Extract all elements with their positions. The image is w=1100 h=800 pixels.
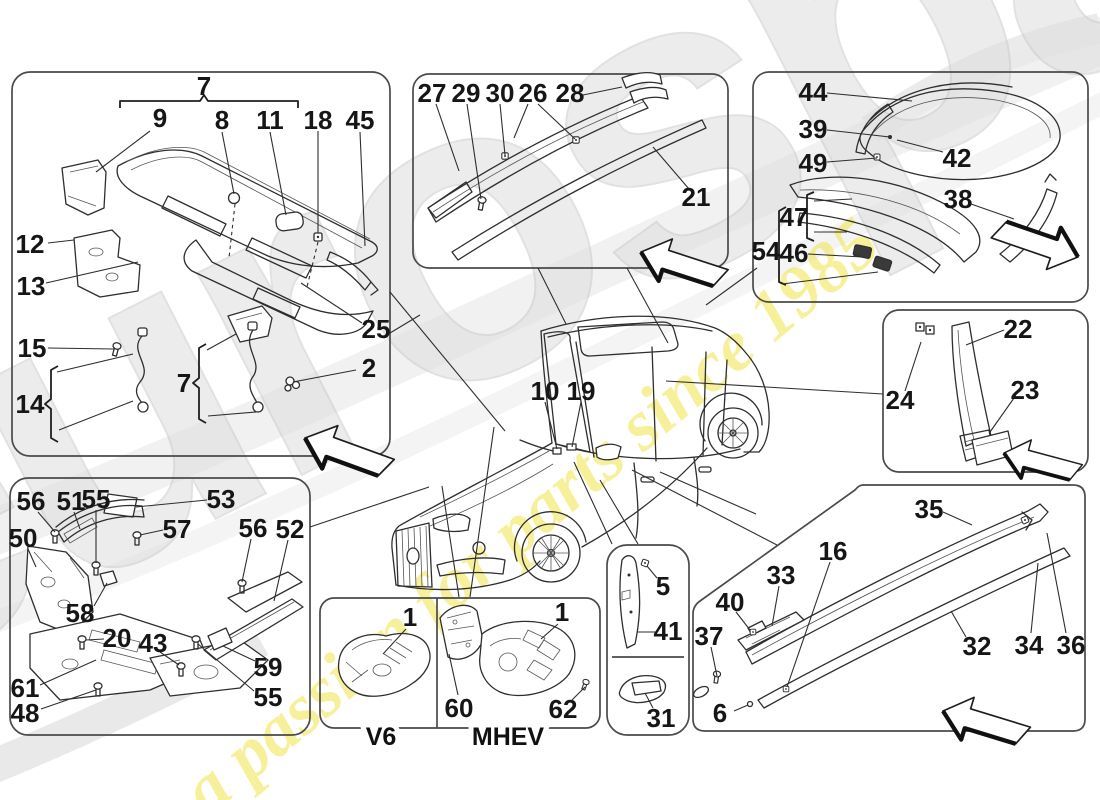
callout-33: 33 (767, 560, 796, 590)
shields-art (25, 493, 304, 701)
callout-22: 22 (1004, 314, 1033, 344)
engine-covers-art (337, 604, 591, 697)
callout-1: 1 (555, 597, 569, 627)
cowl-panel-art (61, 94, 379, 413)
callout-58: 58 (66, 598, 95, 628)
callout-57: 57 (163, 514, 192, 544)
callout-36: 36 (1057, 630, 1086, 660)
sunroof (577, 321, 679, 357)
callout-5: 5 (656, 571, 670, 601)
callout-43: 43 (139, 628, 168, 658)
callout-42: 42 (943, 143, 972, 173)
callout-54: 54 (752, 236, 781, 266)
callout-2: 2 (362, 353, 376, 383)
callout-23: 23 (1011, 375, 1040, 405)
callout-27: 27 (418, 78, 447, 108)
callout-39: 39 (799, 114, 828, 144)
callout-20: 20 (103, 623, 132, 653)
callout-30: 30 (486, 78, 515, 108)
callout-59: 59 (254, 652, 283, 682)
box-roof (412, 73, 729, 269)
callout-45: 45 (346, 105, 375, 135)
callout-13: 13 (17, 271, 46, 301)
roof-rails-art (427, 71, 707, 261)
callout-52: 52 (276, 514, 305, 544)
callout-40: 40 (716, 587, 745, 617)
door-trim-art (618, 555, 667, 704)
callout-7: 7 (197, 71, 211, 101)
headlight (432, 513, 471, 533)
watermark-swoosh (0, 16, 1100, 555)
callout-55: 55 (82, 484, 111, 514)
callout-35: 35 (915, 494, 944, 524)
callout-26: 26 (519, 78, 548, 108)
callout-53: 53 (207, 484, 236, 514)
callout-10: 10 (531, 376, 560, 406)
callout-29: 29 (452, 78, 481, 108)
callout-46: 46 (780, 238, 809, 268)
callout-34: 34 (1015, 630, 1044, 660)
callout-56: 56 (239, 513, 268, 543)
callout-47: 47 (780, 202, 809, 232)
sill-trim-art (692, 503, 1071, 709)
mirror (595, 443, 622, 461)
callout-16: 16 (819, 536, 848, 566)
rear-wheel (699, 392, 763, 459)
arrow-front-left-sill (937, 690, 1034, 758)
vehicle-illustration (391, 315, 770, 591)
box-shields (9, 477, 311, 736)
leader-lines (27, 86, 1067, 712)
arrow-front-left-pillar (997, 432, 1088, 495)
callout-55: 55 (254, 682, 283, 712)
callout-41: 41 (654, 616, 683, 646)
callout-12: 12 (16, 229, 45, 259)
callout-9: 9 (153, 103, 167, 133)
callout-62: 62 (549, 694, 578, 724)
watermark-swoosh-3 (861, 13, 1100, 143)
box-door-trim (606, 544, 690, 736)
callout-44: 44 (799, 77, 828, 107)
pillar-trim-art (915, 321, 1014, 466)
variant-label-MHEV: MHEV (472, 723, 545, 751)
box-pillar (882, 309, 1089, 473)
callout-1: 1 (403, 602, 417, 632)
box-sill (692, 484, 1086, 732)
callout-37: 37 (695, 621, 724, 651)
callout-50: 50 (9, 523, 38, 553)
panel-boxes (9, 71, 1089, 736)
callout-11: 11 (256, 105, 284, 135)
callout-51: 51 (57, 486, 86, 516)
callout-25: 25 (362, 314, 391, 344)
front-wheel (513, 511, 587, 583)
callout-32: 32 (963, 631, 992, 661)
callout-49: 49 (799, 148, 828, 178)
callout-7: 7 (177, 368, 191, 398)
callout-8: 8 (215, 105, 229, 135)
box-cowl (11, 71, 391, 457)
callout-61: 61 (11, 673, 40, 703)
box-rear (752, 71, 1089, 303)
callout-15: 15 (18, 333, 47, 363)
callout-18: 18 (304, 105, 333, 135)
callout-28: 28 (556, 78, 585, 108)
front-grille (395, 522, 433, 588)
callout-48: 48 (11, 698, 40, 728)
callout-14: 14 (16, 389, 45, 419)
callout-60: 60 (445, 693, 474, 723)
variant-label-V6: V6 (366, 723, 397, 751)
callout-21: 21 (682, 182, 711, 212)
callout-56: 56 (17, 486, 46, 516)
callout-24: 24 (886, 385, 915, 415)
callout-31: 31 (647, 703, 676, 733)
braces (44, 343, 207, 443)
callout-6: 6 (713, 698, 727, 728)
brand-emblem (406, 547, 420, 565)
box-engine (319, 597, 601, 729)
callout-19: 19 (567, 376, 596, 406)
callout-38: 38 (944, 184, 973, 214)
variant-labels: V6 MHEV (361, 718, 550, 756)
